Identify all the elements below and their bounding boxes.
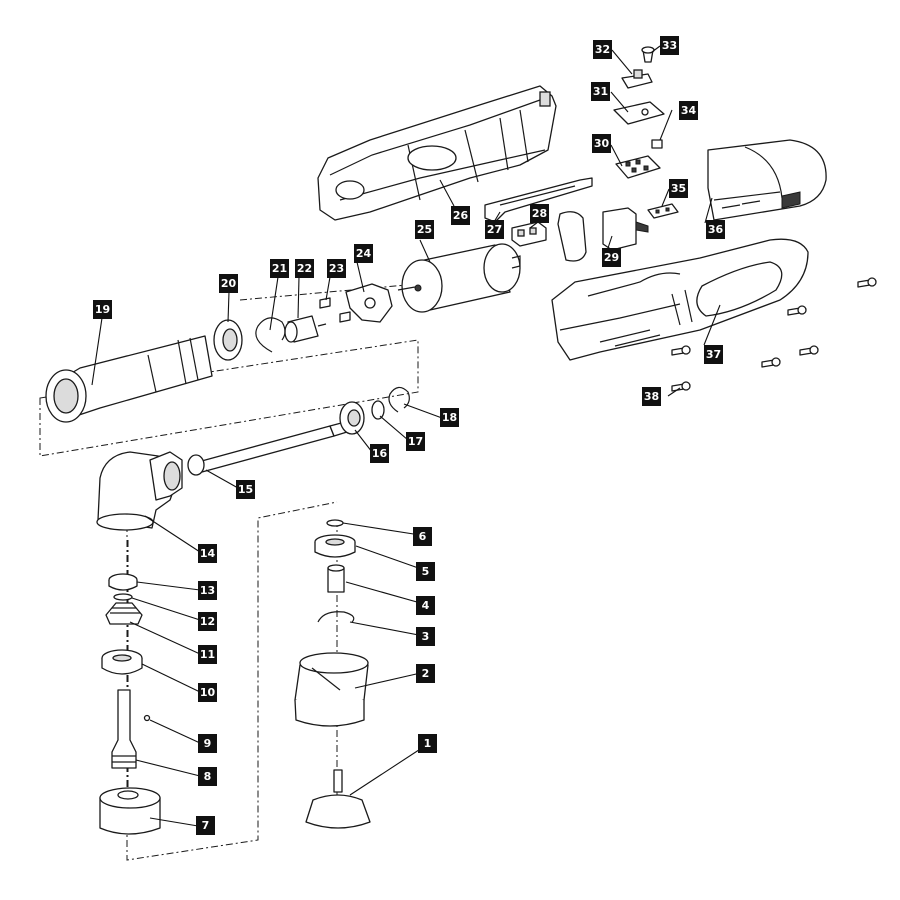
rubber-pad (557, 211, 587, 262)
callout-31: 31 (591, 82, 610, 101)
part-21-circlip (255, 317, 286, 353)
part-35-contact-plate (647, 203, 679, 219)
callout-30: 30 (592, 134, 611, 153)
part-9-ball (143, 714, 151, 722)
callout-37: 37 (704, 345, 723, 364)
part-4-spindle-sleeve (327, 564, 345, 593)
callout-38: 38 (642, 387, 661, 406)
part-27-slide-bar (484, 177, 593, 223)
part-37-outer-housing (551, 238, 809, 361)
part-25-motor (397, 243, 521, 313)
part-1-backing-pad (305, 769, 371, 829)
part-11-bevel-gear (105, 602, 143, 625)
callout-28: 28 (530, 204, 549, 223)
part-16-bearing (339, 401, 365, 435)
callout-17: 17 (406, 432, 425, 451)
part-13-bearing (108, 573, 138, 591)
callout-19: 19 (93, 300, 112, 319)
callout-3: 3 (416, 627, 435, 646)
callout-4: 4 (416, 596, 435, 615)
callout-25: 25 (415, 220, 434, 239)
part-7-head-cover (99, 787, 161, 835)
callout-13: 13 (198, 581, 217, 600)
callout-9: 9 (198, 734, 217, 753)
callout-5: 5 (416, 562, 435, 581)
part-23-screws (319, 297, 351, 323)
callout-33: 33 (660, 36, 679, 55)
part-36-battery (707, 139, 827, 221)
callout-23: 23 (327, 259, 346, 278)
callout-36: 36 (706, 220, 725, 239)
part-14-angle-head (96, 451, 183, 531)
callout-35: 35 (669, 179, 688, 198)
part-10-bearing (101, 649, 143, 675)
part-2-bell-housing (294, 652, 369, 727)
callout-29: 29 (602, 248, 621, 267)
part-26-housing-shell (317, 85, 557, 221)
callout-34: 34 (679, 101, 698, 120)
part-22-coupling (284, 315, 327, 343)
callout-2: 2 (416, 664, 435, 683)
callout-26: 26 (451, 206, 470, 225)
callout-12: 12 (198, 612, 217, 631)
callout-7: 7 (196, 816, 215, 835)
part-19-gear-tube (45, 335, 213, 423)
part-28-switch-block (511, 221, 547, 247)
part-20-bearing (213, 319, 243, 361)
part-30-pcb (615, 155, 661, 179)
callout-21: 21 (270, 259, 289, 278)
part-18-circlip (388, 386, 410, 413)
callout-16: 16 (370, 444, 389, 463)
callout-27: 27 (485, 220, 504, 239)
callout-18: 18 (440, 408, 459, 427)
callout-6: 6 (413, 527, 432, 546)
part-8-spindle (111, 689, 137, 769)
callout-15: 15 (236, 480, 255, 499)
callout-1: 1 (418, 734, 437, 753)
part-5-bearing (314, 534, 356, 558)
part-33-pin (641, 46, 655, 63)
callout-24: 24 (354, 244, 373, 263)
callout-14: 14 (198, 544, 217, 563)
part-24-motor-plate (345, 283, 393, 323)
part-32-lever (621, 69, 653, 89)
part-6-ring (326, 519, 344, 527)
part-15-shaft (187, 421, 348, 476)
part-3-circlip (317, 611, 355, 623)
part-17-washer (371, 400, 385, 420)
part-38-screws (671, 277, 877, 392)
part-31-cover-plate (613, 101, 665, 125)
part-34-chip (651, 139, 663, 149)
part-12-ring (113, 593, 133, 601)
callout-8: 8 (198, 767, 217, 786)
leader-lines (91, 45, 721, 827)
callout-32: 32 (593, 40, 612, 59)
callout-11: 11 (198, 645, 217, 664)
callout-20: 20 (219, 274, 238, 293)
callout-22: 22 (295, 259, 314, 278)
callout-10: 10 (198, 683, 217, 702)
